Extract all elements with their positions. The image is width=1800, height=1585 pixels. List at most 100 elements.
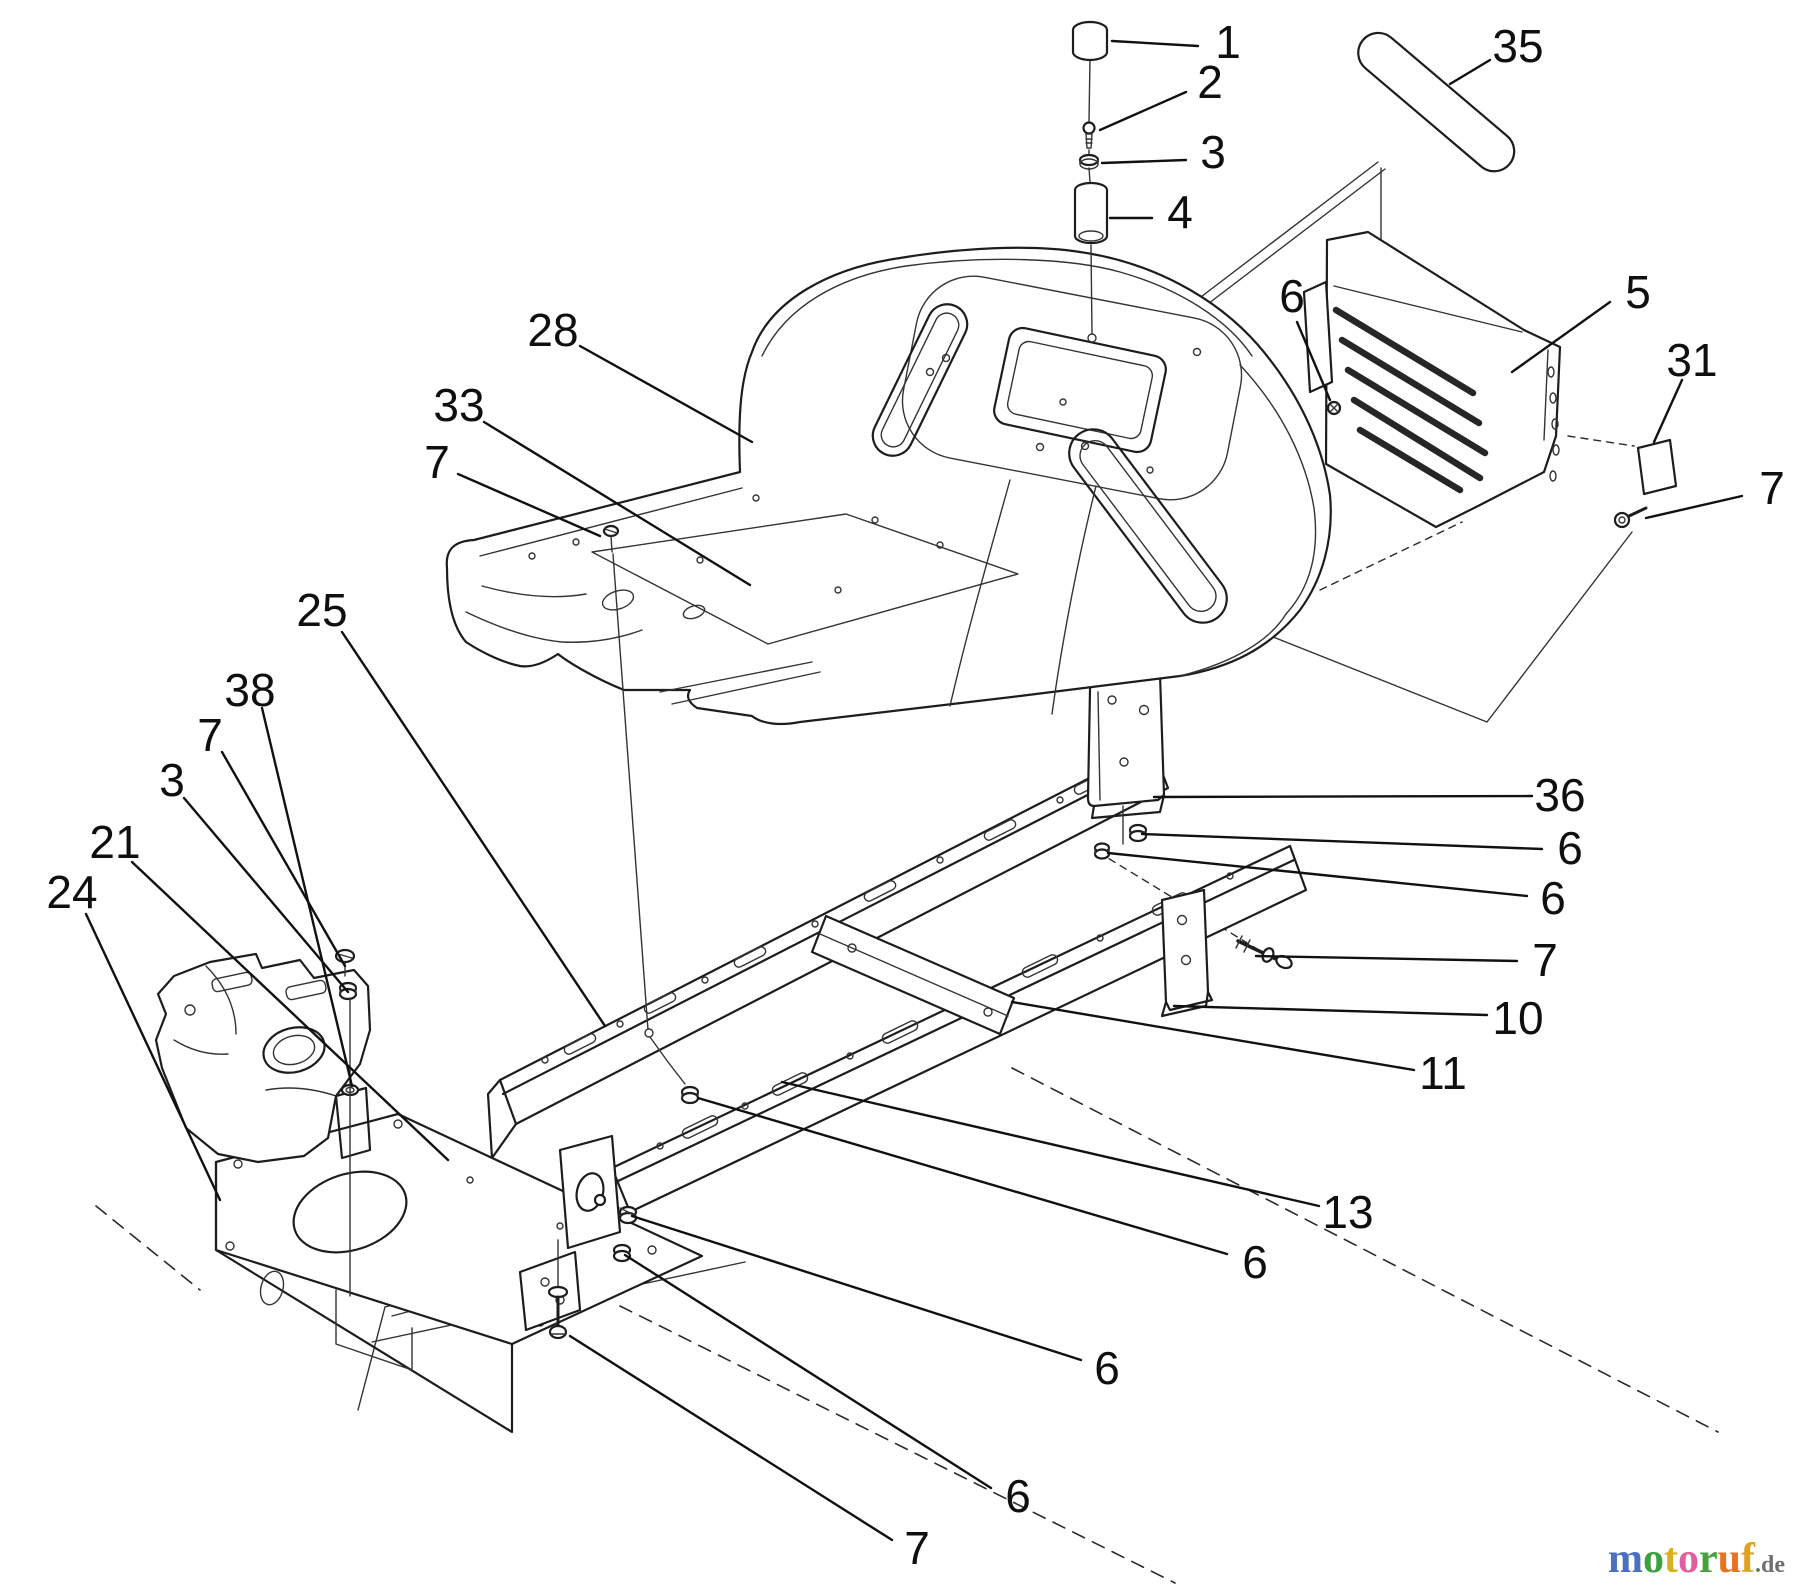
callout-number: 36 bbox=[1534, 769, 1585, 821]
callout-number: 6 bbox=[1540, 872, 1566, 924]
callout-leader-line bbox=[1152, 794, 1534, 799]
callout-number: 33 bbox=[433, 379, 484, 431]
callout-number: 21 bbox=[89, 816, 140, 868]
callout-number: 35 bbox=[1492, 20, 1543, 72]
callout-leader-line bbox=[623, 1253, 993, 1490]
callout-leader-line bbox=[568, 1334, 894, 1542]
callout-leader-line bbox=[578, 344, 754, 444]
callout-leader-line bbox=[220, 750, 347, 968]
callout-number: 38 bbox=[224, 664, 275, 716]
callout-7: 7 bbox=[1644, 462, 1785, 520]
support-bracket bbox=[1160, 888, 1214, 1018]
front-bolt bbox=[547, 1239, 569, 1340]
callout-35: 35 bbox=[1448, 20, 1544, 86]
callout-leader-line bbox=[1106, 851, 1529, 898]
callout-number: 10 bbox=[1492, 992, 1543, 1044]
callout-leader-line bbox=[130, 860, 450, 1162]
callout-6: 6 bbox=[630, 1214, 1120, 1394]
callout-number: 6 bbox=[1279, 270, 1305, 322]
callout-leader-line bbox=[1448, 58, 1492, 86]
callout-5: 5 bbox=[1510, 266, 1651, 374]
callout-number: 31 bbox=[1666, 334, 1717, 386]
callout-4: 4 bbox=[1108, 186, 1193, 238]
body-shell bbox=[445, 246, 1332, 726]
callout-28: 28 bbox=[527, 304, 754, 444]
callout-13: 13 bbox=[780, 1080, 1374, 1238]
callout-number: 7 bbox=[197, 709, 223, 761]
logo-letter: f bbox=[1741, 1536, 1756, 1582]
callout-number: 25 bbox=[296, 584, 347, 636]
flange-nut bbox=[1093, 842, 1111, 860]
callout-number: 28 bbox=[527, 304, 578, 356]
callout-7: 7 bbox=[197, 709, 347, 968]
callout-leader-line bbox=[1652, 378, 1684, 444]
callout-7: 7 bbox=[1254, 934, 1558, 986]
callout-number: 13 bbox=[1322, 1186, 1373, 1238]
callout-number: 3 bbox=[159, 754, 185, 806]
decal-plate bbox=[1636, 438, 1678, 496]
callout-number: 7 bbox=[1759, 462, 1785, 514]
logo-letter: r bbox=[1699, 1536, 1718, 1582]
mount-hardware bbox=[1071, 20, 1109, 335]
callout-leader-line bbox=[630, 1214, 1083, 1362]
logo-word[interactable]: motoruf.de bbox=[1608, 1536, 1785, 1582]
locknut-item3 bbox=[1078, 153, 1100, 170]
callout-leader-line bbox=[1140, 832, 1544, 851]
mid-screw-item7 bbox=[602, 524, 620, 553]
panel-flange bbox=[1302, 280, 1334, 394]
callout-leader-line bbox=[260, 706, 354, 1088]
logo-letter: t bbox=[1664, 1536, 1678, 1582]
logo-tld: .de bbox=[1755, 1552, 1785, 1578]
dash-panel bbox=[1302, 230, 1562, 529]
rear-bracket-plate bbox=[1086, 666, 1166, 845]
callout-6: 6 bbox=[623, 1253, 1031, 1522]
body-holes bbox=[528, 333, 1202, 594]
left-grab-slot bbox=[871, 303, 969, 457]
callout-7: 7 bbox=[424, 436, 602, 538]
frame-crossmember bbox=[810, 914, 1016, 1036]
callout-number: 6 bbox=[1242, 1236, 1268, 1288]
callout-number: 1 bbox=[1215, 16, 1241, 68]
logo-letter: m bbox=[1608, 1536, 1643, 1582]
callout-leader-line bbox=[182, 796, 350, 994]
callout-number: 7 bbox=[904, 1522, 930, 1574]
callout-leader-line bbox=[1644, 494, 1744, 520]
callout-7: 7 bbox=[568, 1334, 930, 1574]
callout-6: 6 bbox=[1279, 270, 1332, 402]
callout-2: 2 bbox=[1098, 56, 1223, 132]
callout-leader-line bbox=[456, 472, 602, 538]
callout-leader-line bbox=[482, 420, 752, 587]
callout-leader-line bbox=[1110, 39, 1200, 48]
callout-number: 11 bbox=[1419, 1047, 1467, 1099]
cap-item1 bbox=[1071, 20, 1109, 62]
callout-number: 4 bbox=[1167, 186, 1193, 238]
callout-36: 36 bbox=[1152, 769, 1586, 821]
screw-item2 bbox=[1082, 121, 1096, 149]
callout-leader-line bbox=[696, 1096, 1229, 1256]
callout-number: 7 bbox=[424, 436, 450, 488]
callout-leader-line bbox=[780, 1080, 1321, 1208]
callout-number: 7 bbox=[1532, 934, 1558, 986]
callout-number: 6 bbox=[1094, 1342, 1120, 1394]
callout-11: 11 bbox=[1010, 1000, 1467, 1099]
callout-3: 3 bbox=[1100, 126, 1226, 178]
callout-1: 1 bbox=[1110, 16, 1241, 68]
callout-38: 38 bbox=[224, 664, 354, 1088]
flange-nut bbox=[1128, 823, 1148, 843]
callout-leader-line bbox=[340, 630, 607, 1028]
callout-leader-line bbox=[1098, 90, 1188, 132]
callout-number: 24 bbox=[46, 866, 97, 918]
callout-10: 10 bbox=[1172, 992, 1544, 1044]
callout-number: 5 bbox=[1625, 266, 1651, 318]
callout-6: 6 bbox=[696, 1096, 1268, 1288]
callout-3: 3 bbox=[159, 754, 350, 994]
callout-number: 2 bbox=[1197, 56, 1223, 108]
callout-leader-line bbox=[1010, 1000, 1416, 1072]
callout-number: 6 bbox=[1557, 822, 1583, 874]
brand-logo[interactable]: motoruf.de bbox=[1608, 1536, 1785, 1582]
axis-lines bbox=[349, 524, 700, 1297]
callout-24: 24 bbox=[46, 866, 222, 1202]
logo-letter: o bbox=[1678, 1536, 1699, 1582]
